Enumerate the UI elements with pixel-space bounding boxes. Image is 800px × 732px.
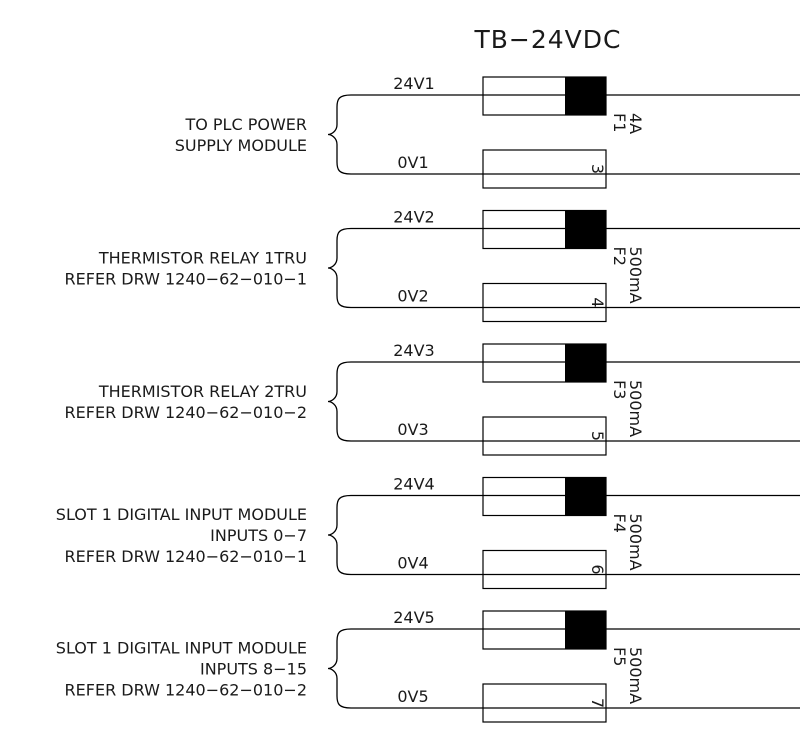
fuse-rating: 4A <box>626 113 645 134</box>
group-description-line: REFER DRW 1240−62−010−1 <box>65 270 307 289</box>
terminal-box <box>482 149 607 189</box>
fuse-id: F1 <box>610 113 629 132</box>
group-description-line: THERMISTOR RELAY 1TRU <box>98 249 307 268</box>
wire-label-negative: 0V1 <box>397 153 428 172</box>
group-description-line: TO PLC POWER <box>184 115 307 134</box>
terminal-number: 6 <box>588 564 607 574</box>
terminal-number: 7 <box>588 698 607 708</box>
fuse-rating: 500mA <box>626 514 645 571</box>
group-brace <box>327 361 352 442</box>
fuse-element <box>565 477 606 516</box>
wire-label-positive: 24V5 <box>393 608 434 627</box>
terminal-number: 4 <box>588 297 607 307</box>
fuse-element <box>565 210 606 249</box>
group-description-line: REFER DRW 1240−62−010−2 <box>65 403 307 422</box>
wire-label-positive: 24V2 <box>393 208 434 227</box>
terminal-number: 3 <box>588 164 607 174</box>
group-brace <box>327 227 352 309</box>
fuse-rating: 500mA <box>626 380 645 437</box>
fuse-id: F4 <box>610 514 629 533</box>
fuse-element <box>565 344 606 382</box>
fuse-element <box>565 611 606 649</box>
diagram-title: TB−24VDC <box>474 25 622 54</box>
group-description-line: REFER DRW 1240−62−010−1 <box>65 547 307 566</box>
terminal-number: 5 <box>588 431 607 441</box>
group-description-line: REFER DRW 1240−62−010−2 <box>65 681 307 700</box>
group-description-line: INPUTS 8−15 <box>200 660 307 679</box>
group-description-line: SLOT 1 DIGITAL INPUT MODULE <box>56 505 307 524</box>
fuse-rating: 500mA <box>626 247 645 304</box>
group-brace <box>327 494 352 576</box>
terminal-box <box>482 683 607 723</box>
group-brace <box>327 94 352 175</box>
group-description-line: INPUTS 0−7 <box>210 526 307 545</box>
terminal-box <box>482 549 607 590</box>
wire-label-negative: 0V2 <box>397 287 428 306</box>
wire-label-negative: 0V4 <box>397 554 428 573</box>
fuse-rating: 500mA <box>626 647 645 704</box>
group-brace <box>327 628 352 709</box>
wire-label-negative: 0V5 <box>397 687 428 706</box>
group-description-line: SLOT 1 DIGITAL INPUT MODULE <box>56 639 307 658</box>
fuse-id: F3 <box>610 380 629 399</box>
group-description-line: THERMISTOR RELAY 2TRU <box>98 382 307 401</box>
group-description-line: SUPPLY MODULE <box>175 136 307 155</box>
fuse-id: F5 <box>610 647 629 666</box>
terminal-box <box>482 416 607 456</box>
terminal-box <box>482 282 607 323</box>
wire-label-positive: 24V1 <box>393 74 434 93</box>
fuse-id: F2 <box>610 247 629 266</box>
wire-label-positive: 24V3 <box>393 341 434 360</box>
fuse-element <box>565 77 606 115</box>
wire-label-negative: 0V3 <box>397 420 428 439</box>
wire-label-positive: 24V4 <box>393 475 434 494</box>
